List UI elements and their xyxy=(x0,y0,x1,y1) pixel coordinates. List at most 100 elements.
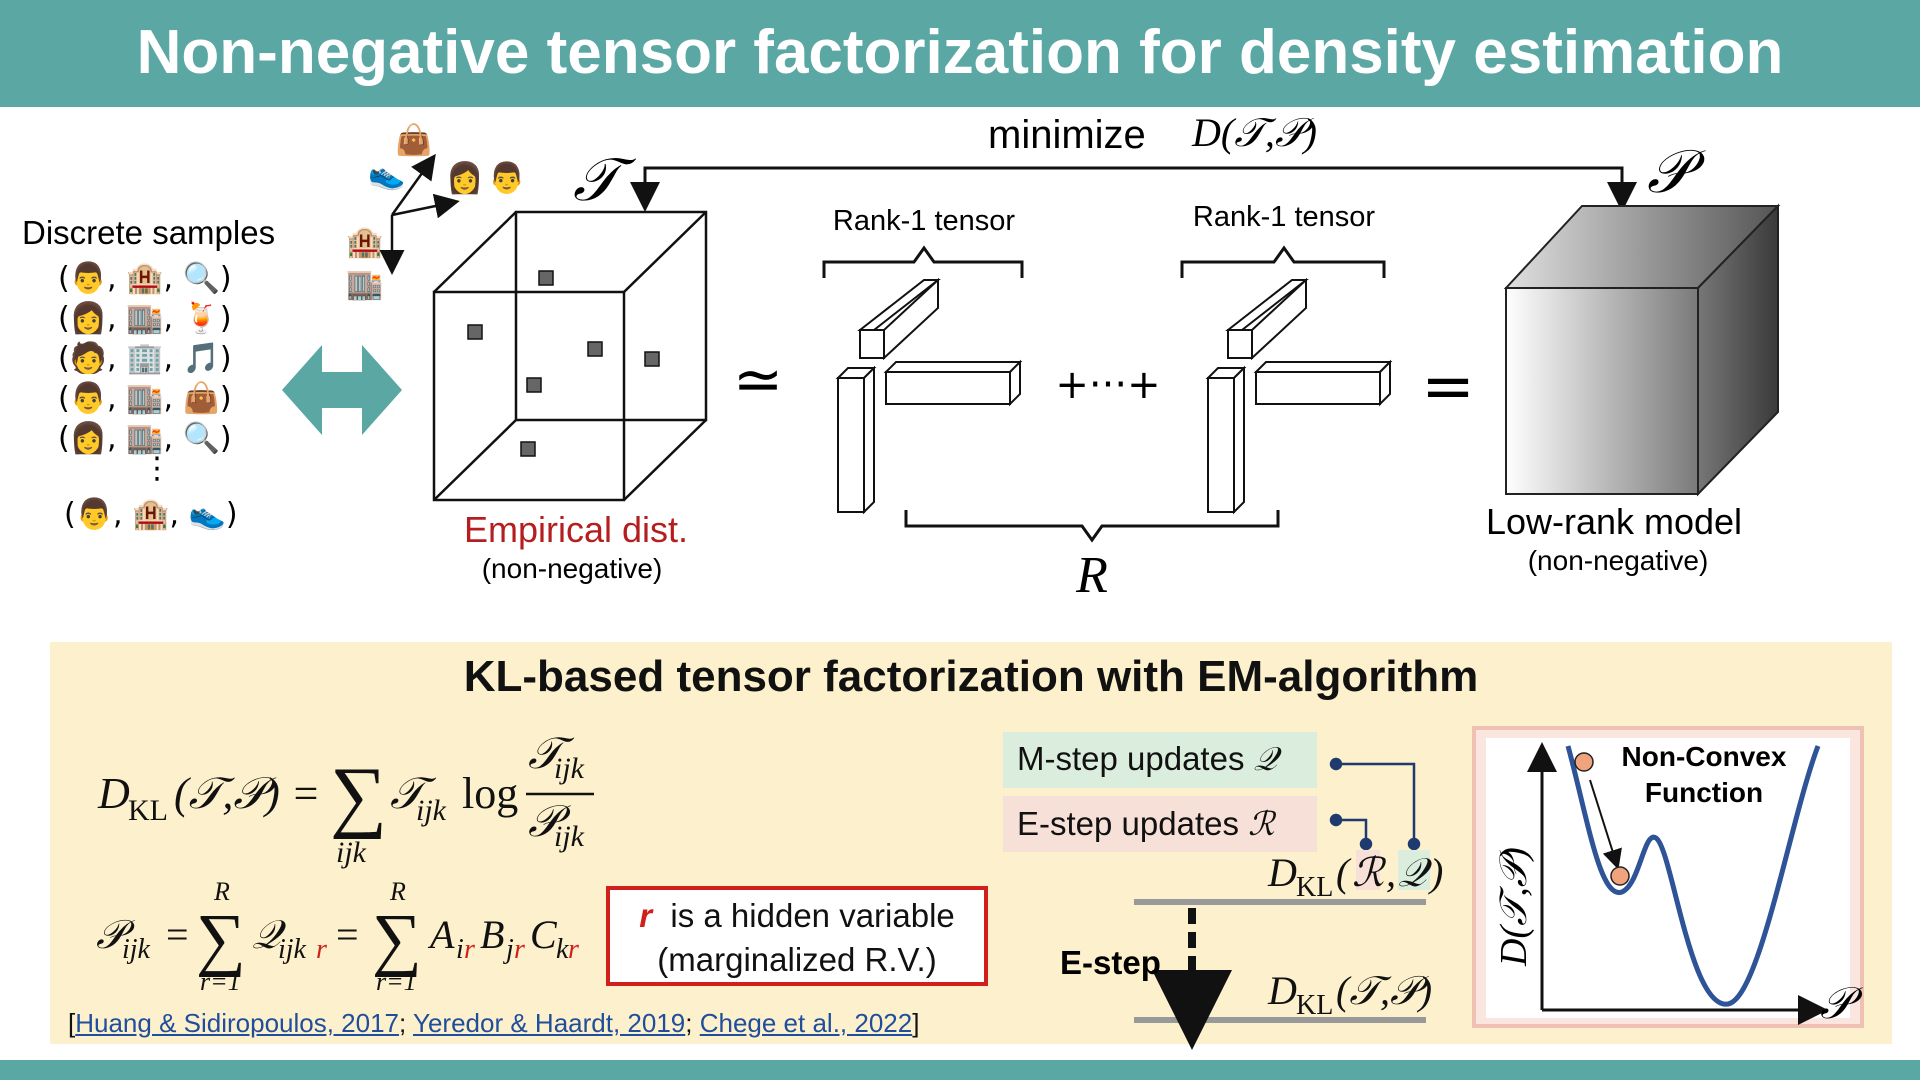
axis-arrows xyxy=(379,153,460,275)
man-icon: 👨 xyxy=(488,160,525,196)
dkl-rq-r: ℛ xyxy=(1352,850,1387,895)
eq2-c-sub: k xyxy=(556,934,569,965)
lowrank-label: Low-rank model xyxy=(1486,501,1742,542)
plot-descent-arrow xyxy=(1589,779,1622,870)
eq2-lhs-sub: ijk xyxy=(122,934,151,965)
rank1-left-label: Rank-1 tensor xyxy=(833,205,1015,237)
eq2-q-sub: ijk xyxy=(278,934,307,965)
dkl-rq-comma: , xyxy=(1386,850,1396,895)
woman-icon: 👩 xyxy=(446,160,483,196)
eq2-a-sub: i xyxy=(456,934,464,965)
rank1-right-brace xyxy=(1180,245,1386,278)
plot-title-line2: Function xyxy=(1645,777,1763,808)
rank1-right-label: Rank-1 tensor xyxy=(1193,201,1375,233)
store-icon: 🏬 xyxy=(346,267,383,302)
ref-huang[interactable]: Huang & Sidiropoulos, 2017 xyxy=(75,1008,400,1038)
nonconvex-plot-area xyxy=(1486,738,1850,1018)
empirical-label: Empirical dist. xyxy=(464,509,688,550)
eq1-sum: ∑ xyxy=(330,752,387,840)
minimize-expr: D(𝒯,𝒫) xyxy=(1191,110,1317,155)
plot-curve xyxy=(1565,745,1821,1007)
dkl-rq: D xyxy=(1267,850,1297,895)
plus-dots: +···+ xyxy=(1055,362,1160,408)
shoe-icon: 👟 xyxy=(368,157,405,192)
lowrank-sublabel: (non-negative) xyxy=(1528,545,1709,576)
tensor-diagram: minimize D(𝒯,𝒫) 𝒯 𝒫 Discrete samples (👨,… xyxy=(22,110,1781,604)
sample-row: (👩, 🏬, 🔍) xyxy=(58,418,232,456)
eq1-args: (𝒯,𝒫) = xyxy=(174,769,320,818)
plot-ylabel: D(𝒯,𝒫) xyxy=(1493,847,1535,967)
rank1-left-brace xyxy=(822,245,1024,278)
plot-xlabel: 𝒫 xyxy=(1820,979,1863,1028)
eq2-eq: = xyxy=(166,912,189,957)
ref-chege[interactable]: Chege et al., 2022 xyxy=(699,1008,913,1038)
mstep-label: M-step updates xyxy=(1017,740,1245,777)
samples-label: Discrete samples xyxy=(22,214,275,251)
refs-sep: ; xyxy=(399,1008,407,1038)
estep-label: E-step updates xyxy=(1017,805,1239,842)
eq2-sum-bot: r=1 xyxy=(200,967,241,996)
rank1-left-vectors xyxy=(835,277,1023,515)
hidden-r: r xyxy=(639,897,653,934)
empirical-sublabel: (non-negative) xyxy=(482,553,663,584)
axis-icons: 👜 👟 👩 👨 🏨 🏬 xyxy=(346,122,525,302)
dkl-rq-sub: KL xyxy=(1296,872,1333,903)
refs-sep: ; xyxy=(685,1008,693,1038)
eq2-eq2: = xyxy=(336,912,359,957)
bag-icon: 👜 xyxy=(395,122,432,158)
eq1-log: log xyxy=(462,769,518,818)
dkl-rq-open: ( xyxy=(1336,850,1352,895)
plot-start-point xyxy=(1574,752,1594,772)
eq1-sum-index: ijk xyxy=(336,836,367,869)
refs-open: [ xyxy=(68,1008,76,1038)
eq2-b-r: r xyxy=(514,934,525,965)
eq2-sum-bot2: r=1 xyxy=(376,967,417,996)
lowrank-cube xyxy=(1503,203,1781,497)
svg-text:∑: ∑ xyxy=(196,901,246,978)
dkl-tp: D xyxy=(1267,968,1297,1013)
eq2-a-r: r xyxy=(464,934,475,965)
sample-row: (🧑, 🏢, 🎵) xyxy=(58,339,232,376)
dkl-rq-close: ) xyxy=(1428,850,1443,895)
minimize-label: minimize xyxy=(988,113,1146,157)
eq2-c-r: r xyxy=(568,934,579,965)
plot-title-line1: Non-Convex xyxy=(1622,741,1787,772)
hidden-line1: is a hidden variable xyxy=(670,897,955,934)
em-panel-title: KL-based tensor factorization with EM-al… xyxy=(463,652,1479,701)
mstep-box: M-step updates 𝒬 xyxy=(1003,732,1317,788)
eq2-sum-top: R xyxy=(213,877,230,906)
refs-close: ] xyxy=(912,1008,920,1038)
references: [Huang & Sidiropoulos, 2017; Yeredor & H… xyxy=(68,1008,919,1039)
eq2-c: C xyxy=(530,912,558,957)
double-arrow-icon xyxy=(282,345,402,435)
ref-yeredor[interactable]: Yeredor & Haardt, 2019 xyxy=(413,1008,686,1038)
eq1-lhs-sub: KL xyxy=(128,794,168,827)
estep-box: E-step updates ℛ xyxy=(1003,796,1317,852)
dkl-tp-sub: KL xyxy=(1296,990,1333,1021)
header-bar xyxy=(0,0,1920,107)
hidden-line2: (marginalized R.V.) xyxy=(657,941,937,978)
mstep-symbol: 𝒬 xyxy=(1253,742,1278,778)
plot-local-min-point xyxy=(1610,866,1630,886)
eq2-b: B xyxy=(480,912,504,957)
estep-arrow-label: E-step xyxy=(1060,944,1161,981)
eq1-lhs: D xyxy=(97,769,130,818)
eq2-b-sub: j xyxy=(503,934,514,965)
sample-row: (👨, 🏬, 👜) xyxy=(58,380,232,416)
sample-row: (👨, 🏨, 🔍) xyxy=(58,258,232,296)
sample-points xyxy=(467,270,660,457)
sample-list: (👨, 🏨, 🔍) (👩, 🏬, 🍹) (🧑, 🏢, 🎵) (👨, 🏬, 👜) … xyxy=(58,258,238,532)
empirical-cube xyxy=(432,210,708,502)
eq1-term-sub: ijk xyxy=(416,794,447,827)
hidden-variable-note: r is a hidden variable (marginalized R.V… xyxy=(606,886,988,986)
estep-symbol: ℛ xyxy=(1248,807,1275,843)
svg-text:∑: ∑ xyxy=(372,901,422,978)
equals-symbol: = xyxy=(1421,350,1475,424)
eq1-den-sub: ijk xyxy=(554,820,585,853)
approx-symbol: ≃ xyxy=(733,345,783,415)
eq2-sum-top2: R xyxy=(389,877,406,906)
dkl-tp-args: (𝒯,𝒫) xyxy=(1336,968,1432,1013)
